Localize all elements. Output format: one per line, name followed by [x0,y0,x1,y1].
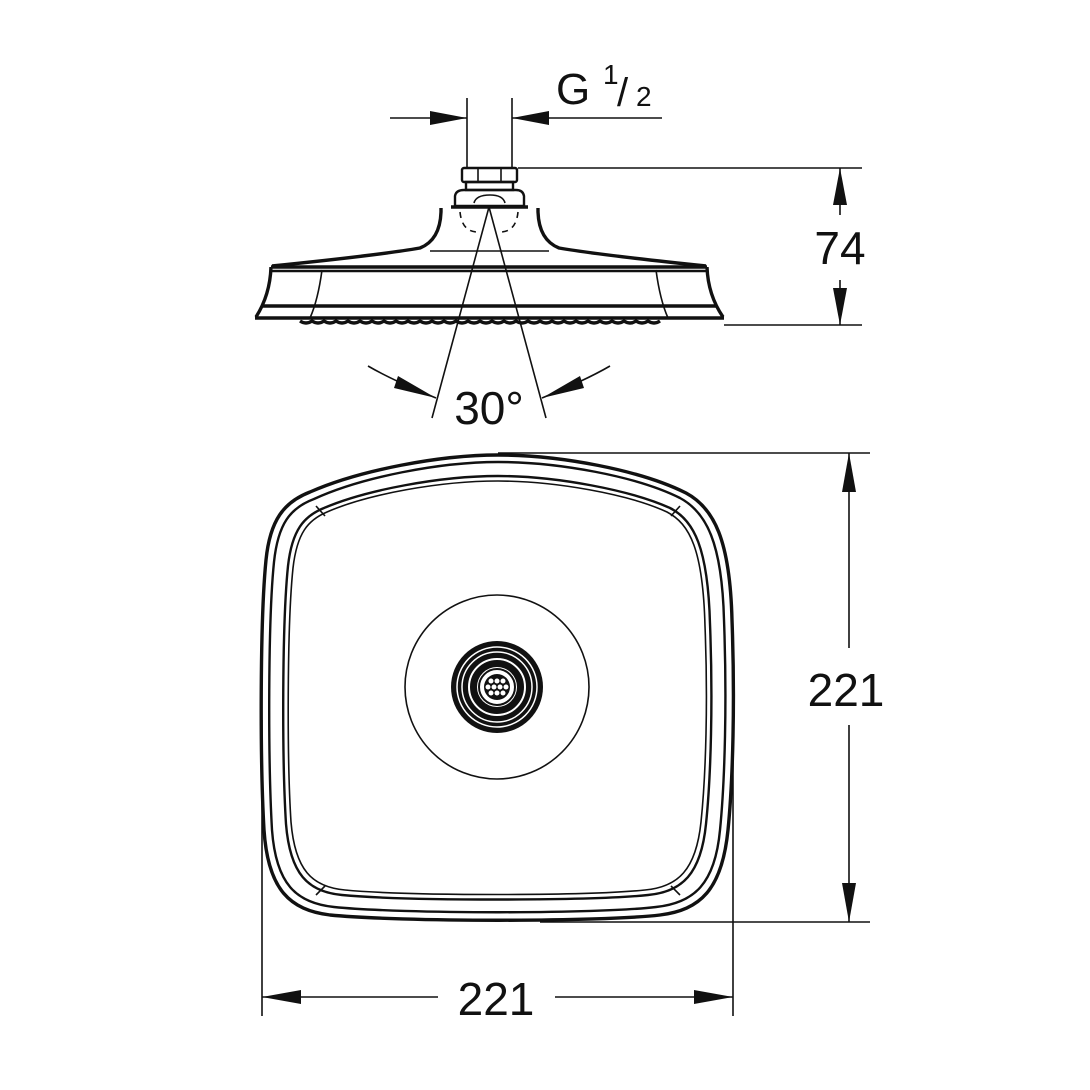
center-disc [404,594,590,780]
angle-label: 30° [454,382,524,434]
thread-label: G [556,65,590,114]
outer-outline-inner [268,460,727,914]
depth-label: 221 [808,664,885,716]
thread-dimension: G 1 / 2 [390,59,662,125]
angle-dimension: 30° [367,206,611,434]
inner-outline-2 [287,480,708,896]
connector-nut [451,166,528,209]
width-dimension: 221 [261,720,734,1025]
height-label: 74 [814,222,865,274]
depth-dimension: 221 [498,452,885,923]
thread-fraction-numerator: 1 [603,59,619,90]
width-label: 221 [458,973,535,1025]
inner-outline [282,474,713,901]
shower-head-side [254,208,725,325]
center-connector-icon [451,641,543,733]
top-view: 221 221 [259,452,885,1025]
side-view: G 1 / 2 [254,59,866,434]
height-dimension: 74 [518,167,866,326]
thread-fraction-denominator: 2 [636,81,652,112]
outer-outline [259,453,736,922]
thread-fraction-slash: / [617,71,629,115]
